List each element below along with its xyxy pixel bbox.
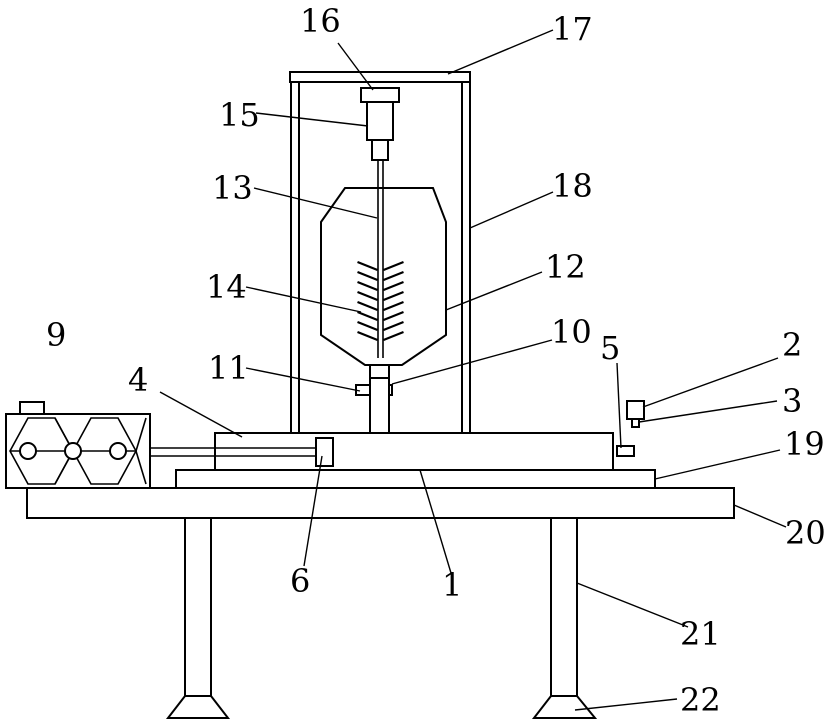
left-foot xyxy=(168,696,228,718)
label-22: 22 xyxy=(680,681,721,719)
right-foot xyxy=(534,696,595,718)
label-17: 17 xyxy=(552,10,593,48)
table-top xyxy=(27,488,734,518)
label-6: 6 xyxy=(290,562,310,600)
label-5: 5 xyxy=(600,329,620,367)
label-1: 1 xyxy=(442,566,462,604)
right-leg xyxy=(534,518,595,718)
sensor xyxy=(627,401,644,427)
scissor-cylinder xyxy=(6,402,150,488)
part-labels: 16 17 15 13 18 14 12 9 10 11 5 4 2 3 19 … xyxy=(46,2,826,719)
label-12: 12 xyxy=(545,248,586,286)
label-14: 14 xyxy=(206,268,247,306)
outlet-valve xyxy=(356,365,392,433)
motor xyxy=(361,88,399,160)
label-11: 11 xyxy=(208,349,249,387)
base-plate xyxy=(215,433,613,470)
left-leg xyxy=(168,518,228,718)
label-19: 19 xyxy=(784,425,825,463)
stop-block xyxy=(617,446,634,456)
label-13: 13 xyxy=(212,169,253,207)
connector-block xyxy=(316,438,333,466)
label-20: 20 xyxy=(785,514,826,552)
slide-rail xyxy=(176,470,655,488)
label-21: 21 xyxy=(680,615,721,653)
label-10: 10 xyxy=(551,313,592,351)
label-18: 18 xyxy=(552,167,593,205)
label-9: 9 xyxy=(46,316,66,354)
label-3: 3 xyxy=(782,382,802,420)
label-16: 16 xyxy=(300,2,341,40)
motor-mount xyxy=(361,88,399,102)
cylinder-cap xyxy=(20,402,44,414)
label-4: 4 xyxy=(128,361,148,399)
label-15: 15 xyxy=(219,96,260,134)
sensor-probe xyxy=(632,419,639,427)
top-beam xyxy=(290,72,470,82)
label-2: 2 xyxy=(782,326,802,364)
